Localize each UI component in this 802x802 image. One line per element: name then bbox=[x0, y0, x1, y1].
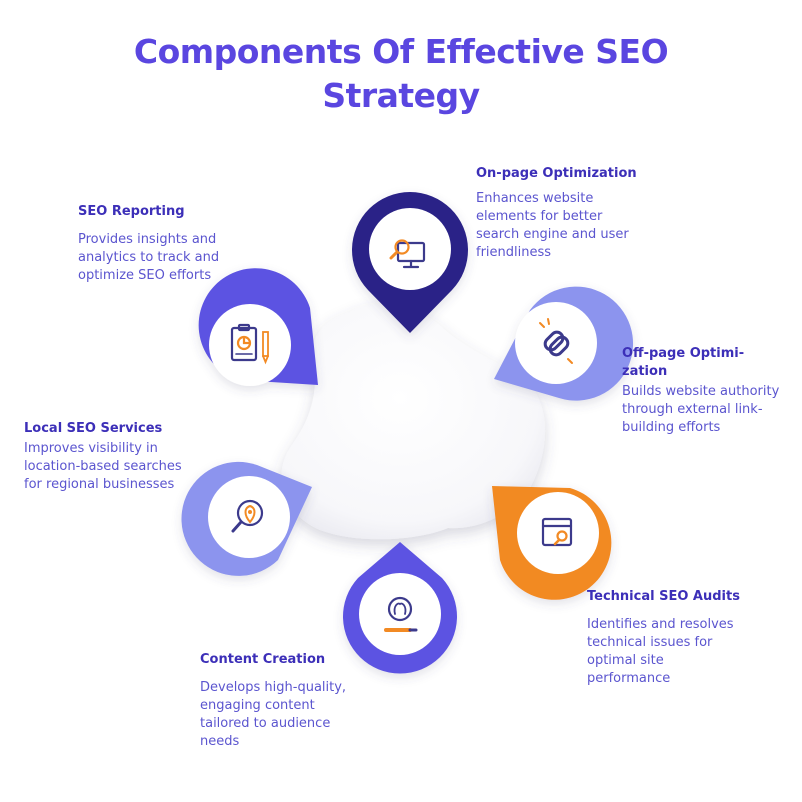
description-line: engaging content bbox=[200, 698, 315, 713]
report-clipboard-icon bbox=[230, 323, 269, 365]
description-line: optimal site bbox=[587, 653, 664, 668]
title-line-2: Strategy bbox=[322, 76, 480, 115]
heading-line: Off-page Optimi- bbox=[622, 346, 745, 361]
monitor-search-icon bbox=[389, 239, 426, 269]
idea-pencil-icon bbox=[384, 596, 418, 632]
description-off-page: Builds website authority through externa… bbox=[622, 383, 779, 437]
description-local: Improves visibility in location-based se… bbox=[24, 440, 182, 494]
description-line: search engine and user bbox=[476, 227, 629, 242]
title-line-1: Components Of Effective SEO bbox=[133, 32, 669, 71]
description-line: building efforts bbox=[622, 420, 721, 435]
description-line: friendliness bbox=[476, 245, 552, 260]
description-line: optimize SEO efforts bbox=[78, 268, 212, 283]
description-line: tailored to audience bbox=[200, 716, 331, 731]
text-block-local: Local SEO Services Improves visibility i… bbox=[24, 420, 182, 494]
heading-local: Local SEO Services bbox=[24, 421, 163, 436]
description-line: Builds website authority bbox=[622, 384, 780, 399]
pin-content bbox=[343, 542, 457, 674]
description-line: Develops high-quality, bbox=[200, 680, 347, 695]
central-hub bbox=[281, 303, 546, 540]
heading-line: zation bbox=[622, 364, 668, 379]
text-block-technical: Technical SEO Audits Identifies and reso… bbox=[587, 588, 740, 688]
text-block-content: Content Creation Develops high-quality, … bbox=[200, 651, 346, 751]
heading-on-page: On-page Optimization bbox=[476, 166, 637, 181]
description-line: elements for better bbox=[476, 209, 603, 224]
description-line: Enhances website bbox=[476, 191, 594, 206]
description-reporting: Provides insights and analytics to track… bbox=[78, 231, 219, 285]
pin-reporting bbox=[198, 268, 318, 386]
description-line: for regional businesses bbox=[24, 477, 175, 492]
description-line: location-based searches bbox=[24, 459, 182, 474]
description-line: Identifies and resolves bbox=[587, 617, 734, 632]
description-line: analytics to track and bbox=[78, 250, 220, 265]
heading-off-page: Off-page Optimi- zation bbox=[622, 345, 779, 381]
text-block-off-page: Off-page Optimi- zation Builds website a… bbox=[622, 345, 779, 437]
description-on-page: Enhances website elements for better sea… bbox=[476, 190, 637, 262]
description-line: through external link- bbox=[622, 402, 763, 417]
link-icon bbox=[539, 318, 573, 364]
text-block-on-page: On-page Optimization Enhances website el… bbox=[476, 165, 637, 262]
heading-technical: Technical SEO Audits bbox=[587, 589, 740, 604]
page-title: Components Of Effective SEO Strategy bbox=[0, 30, 802, 118]
heading-reporting: SEO Reporting bbox=[78, 204, 185, 219]
description-technical: Identifies and resolves technical issues… bbox=[587, 616, 740, 688]
pin-off-page bbox=[494, 286, 634, 401]
description-content: Develops high-quality, engaging content … bbox=[200, 679, 346, 751]
browser-search-icon bbox=[541, 517, 573, 547]
description-line: Improves visibility in bbox=[24, 441, 158, 456]
pin-technical bbox=[492, 486, 612, 600]
description-line: technical issues for bbox=[587, 635, 713, 650]
description-line: Provides insights and bbox=[78, 232, 217, 247]
heading-content: Content Creation bbox=[200, 652, 326, 667]
location-search-icon bbox=[231, 499, 264, 533]
text-block-reporting: SEO Reporting Provides insights and anal… bbox=[78, 203, 219, 285]
description-line: performance bbox=[587, 671, 671, 686]
description-line: needs bbox=[200, 734, 240, 749]
